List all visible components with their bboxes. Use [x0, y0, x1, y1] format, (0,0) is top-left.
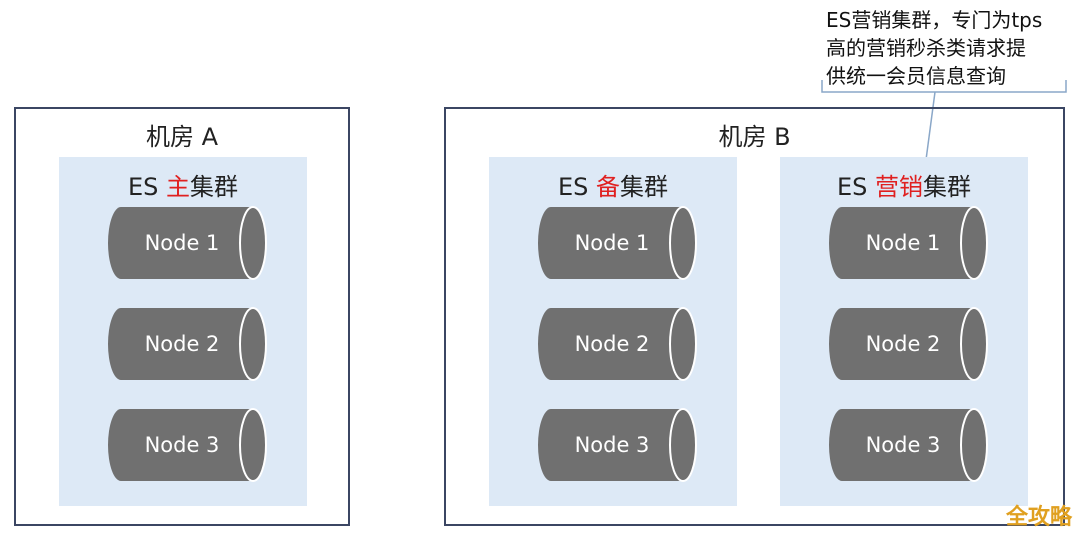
cluster-marketing-highlight: 营销: [875, 173, 924, 201]
cluster-primary: ES 主集群 Node 1 Node 2 Node 3: [59, 157, 307, 506]
node-cylinder: Node 2: [107, 306, 269, 382]
annotation-note: ES营销集群，专门为tps 高的营销秒杀类请求提 供统一会员信息查询: [826, 6, 1066, 90]
node-label: Node 1: [144, 231, 220, 255]
node-cylinder: Node 2: [828, 306, 990, 382]
cluster-standby-title: ES 备集群: [557, 173, 669, 201]
annotation-line-2: 高的营销秒杀类请求提: [826, 36, 1026, 60]
node-cylinder: Node 1: [107, 205, 269, 281]
cylinder-shape: [538, 408, 697, 482]
cluster-standby: ES 备集群 Node 1 Node 2 Node 3: [489, 157, 737, 506]
node-label: Node 2: [865, 332, 941, 356]
cylinder-shape: [108, 408, 267, 482]
watermark-logo: 全攻略: [1005, 505, 1072, 530]
cylinder-shape: [108, 307, 267, 381]
cylinder-shape: [829, 206, 988, 280]
room-a: 机房 A ES 主集群 Node 1 Node 2 Node 3: [14, 107, 350, 526]
node-cylinder: Node 3: [107, 407, 269, 483]
node-label: Node 2: [574, 332, 650, 356]
cylinder-shape: [108, 206, 267, 280]
node-label: Node 1: [574, 231, 650, 255]
room-a-title: 机房 A: [145, 123, 219, 151]
room-b: 机房 B ES 备集群 Node 1 Node 2 Node 3 ES 营销集群…: [444, 107, 1065, 526]
node-cylinder: Node 3: [828, 407, 990, 483]
annotation-line-1: ES营销集群，专门为tps: [826, 8, 1043, 32]
node-label: Node 2: [144, 332, 220, 356]
cluster-primary-highlight: 主: [166, 173, 191, 201]
node-label: Node 3: [865, 433, 941, 457]
room-b-title: 机房 B: [718, 123, 791, 151]
cylinder-shape: [829, 408, 988, 482]
node-cylinder: Node 3: [537, 407, 699, 483]
node-cylinder: Node 1: [537, 205, 699, 281]
cylinder-shape: [538, 307, 697, 381]
cylinder-shape: [538, 206, 697, 280]
cluster-standby-highlight: 备: [596, 173, 621, 201]
node-cylinder: Node 1: [828, 205, 990, 281]
node-label: Node 3: [144, 433, 220, 457]
node-label: Node 1: [865, 231, 941, 255]
cluster-marketing-title: ES 营销集群: [836, 173, 972, 201]
annotation-line-3: 供统一会员信息查询: [826, 64, 1006, 88]
cylinder-shape: [829, 307, 988, 381]
node-cylinder: Node 2: [537, 306, 699, 382]
node-label: Node 3: [574, 433, 650, 457]
cluster-primary-title: ES 主集群: [127, 173, 239, 201]
cluster-marketing: ES 营销集群 Node 1 Node 2 Node 3: [780, 157, 1028, 506]
